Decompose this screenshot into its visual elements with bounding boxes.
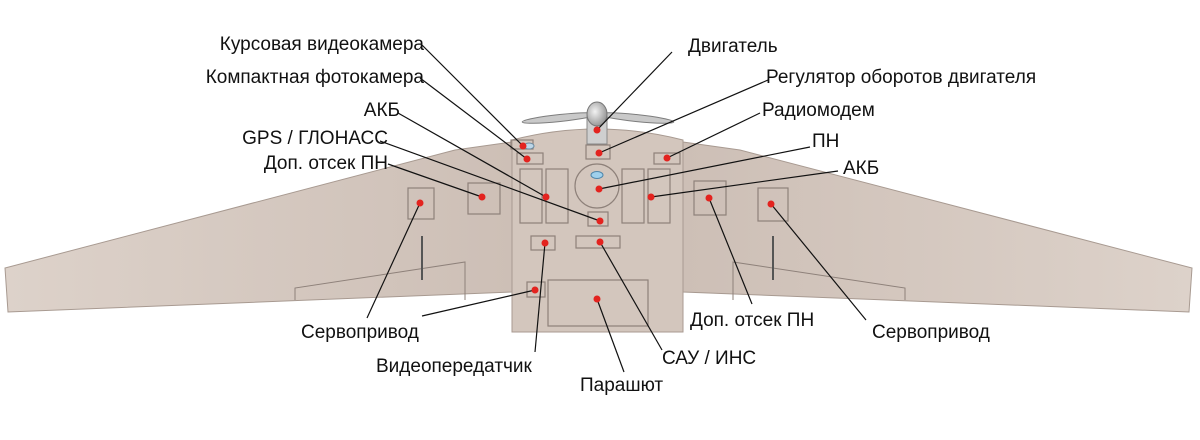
left-wing	[4, 141, 513, 313]
leader-payload	[598, 146, 811, 190]
label-extra-bay-right: Доп. отсек ПН	[690, 310, 815, 331]
bay-engine-esc	[585, 144, 611, 160]
bay-extra-left	[467, 182, 501, 215]
leader-battery-right	[650, 170, 839, 198]
leader-compact-camera	[419, 77, 528, 160]
marker-extra-right	[705, 194, 713, 202]
marker-radio-modem	[663, 154, 671, 162]
marker-parachute	[593, 295, 601, 303]
label-gps: GPS / ГЛОНАСС	[242, 128, 388, 149]
label-autopilot: САУ / ИНС	[662, 348, 757, 369]
label-parachute: Парашют	[580, 375, 664, 396]
marker-extra-left	[478, 193, 486, 201]
leader-autopilot	[599, 241, 663, 351]
label-payload: ПН	[812, 131, 840, 152]
leader-servo-right	[770, 203, 867, 321]
label-radio-modem: Радиомодем	[762, 100, 875, 121]
leader-gps	[379, 140, 601, 222]
left-elevon-outline	[294, 261, 466, 300]
marker-video-tx	[541, 239, 549, 247]
bay-payload	[574, 163, 620, 209]
propeller-hub	[586, 101, 608, 127]
marker-gps	[596, 217, 604, 225]
marker-engine	[593, 126, 601, 134]
right-wing	[682, 141, 1193, 313]
label-servo-left: Сервопривод	[301, 322, 419, 343]
bay-course-camera	[516, 152, 544, 165]
marker-esc	[595, 149, 603, 157]
leader-extra-right	[708, 197, 753, 305]
payload-lens	[590, 171, 604, 179]
marker-course-camera	[519, 142, 527, 150]
right-elevon-outline	[732, 261, 906, 300]
leader-engine	[596, 51, 673, 131]
leader-battery-left	[397, 112, 547, 198]
fuselage	[511, 128, 684, 333]
marker-payload	[595, 185, 603, 193]
bay-radio-modem	[653, 152, 681, 165]
label-engine: Двигатель	[688, 36, 778, 57]
leader-servo-left	[366, 202, 421, 319]
bay-servo-right	[757, 187, 789, 222]
label-course-camera: Курсовая видеокамера	[219, 34, 424, 55]
label-servo-right: Сервопривод	[872, 322, 990, 343]
marker-battery-right	[647, 193, 655, 201]
leader-parachute	[596, 298, 625, 373]
label-extra-bay-left: Доп. отсек ПН	[263, 153, 388, 174]
bay-autopilot	[575, 235, 621, 249]
leader-course-camera	[421, 44, 524, 147]
bay-video-tx	[530, 235, 556, 251]
bay-battery-right-a	[621, 168, 645, 224]
marker-autopilot	[596, 238, 604, 246]
marker-servo-left	[416, 199, 424, 207]
leader-video-tx	[534, 242, 546, 353]
marker-compact-camera	[523, 155, 531, 163]
label-battery-right: АКБ	[843, 158, 880, 179]
bay-left-aux	[526, 281, 546, 298]
marker-battery-left	[542, 193, 550, 201]
bay-parachute	[547, 279, 649, 327]
label-esc: Регулятор оборотов двигателя	[766, 67, 1037, 88]
label-video-tx: Видеопередатчик	[376, 356, 532, 377]
marker-left-aux	[531, 286, 539, 294]
bay-battery-left-a	[519, 168, 543, 224]
label-battery-left: АКБ	[363, 100, 400, 121]
bay-gps	[587, 211, 609, 227]
bay-extra-right	[693, 180, 727, 216]
leader-extra-left	[387, 163, 483, 198]
leader-left-aux	[421, 289, 536, 317]
label-compact-camera: Компактная фотокамера	[205, 67, 424, 88]
leader-esc	[598, 79, 769, 154]
marker-servo-right	[767, 200, 775, 208]
leader-radio-modem	[666, 112, 761, 159]
bay-servo-left	[407, 187, 435, 220]
